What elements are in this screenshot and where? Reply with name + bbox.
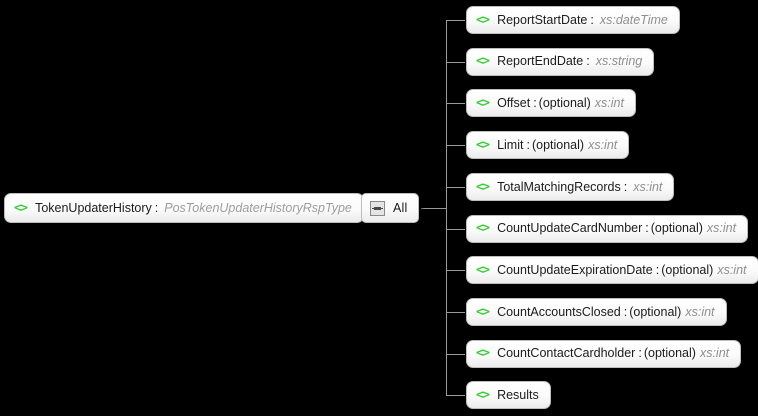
code-brackets-icon: <> — [476, 303, 490, 319]
child-node-type: xs:int — [717, 262, 747, 277]
connector-trunk-to-child-1 — [446, 62, 465, 63]
connector-trunk-to-child-7 — [446, 312, 465, 313]
child-node-optional-flag: (optional) — [643, 346, 696, 361]
child-node-name: Results — [497, 388, 539, 403]
child-node-type: xs:int — [588, 137, 618, 152]
code-brackets-icon: <> — [476, 344, 490, 360]
compositor-node-all[interactable]: All — [361, 193, 419, 223]
connector-trunk-to-child-3 — [446, 145, 465, 146]
child-node-separator: : — [638, 346, 642, 361]
child-node-name: CountContactCardholder — [497, 346, 636, 361]
child-node-optional-flag: (optional) — [531, 137, 585, 152]
code-brackets-icon: <> — [476, 136, 490, 152]
child-node-separator: : — [623, 304, 628, 319]
child-node-type: xs:string — [595, 54, 643, 69]
root-node-type: PosTokenUpdaterHistoryRspType — [164, 200, 352, 215]
child-node-type: xs:int — [699, 346, 730, 361]
connector-trunk-to-child-5 — [446, 229, 465, 230]
child-node-separator: : — [645, 221, 649, 236]
code-brackets-icon: <> — [476, 11, 490, 27]
child-node-reportstartdate[interactable]: <> ReportStartDate: xs:dateTime — [466, 6, 680, 34]
child-node-totalmatchingrecords[interactable]: <> TotalMatchingRecords: xs:int — [466, 172, 675, 201]
child-node-name: CountUpdateExpirationDate — [497, 262, 653, 277]
connector-trunk-to-child-0 — [446, 20, 465, 21]
child-node-offset[interactable]: <> Offset:(optional)xs:int — [466, 89, 636, 118]
child-node-name: CountAccountsClosed — [497, 304, 621, 319]
child-node-results[interactable]: <> Results — [466, 381, 551, 410]
child-node-separator: : — [655, 262, 660, 277]
child-node-separator: : — [526, 137, 530, 152]
child-node-type: xs:int — [633, 179, 663, 194]
child-node-limit[interactable]: <> Limit:(optional)xs:int — [466, 131, 630, 160]
code-brackets-icon: <> — [476, 94, 490, 110]
child-node-type: xs:int — [685, 304, 715, 319]
connector-trunk-to-child-2 — [446, 103, 465, 104]
child-node-name: Limit — [497, 137, 524, 152]
code-brackets-icon: <> — [476, 178, 490, 194]
child-node-optional-flag: (optional) — [538, 96, 591, 111]
child-node-optional-flag: (optional) — [650, 221, 703, 236]
child-node-optional-flag: (optional) — [661, 262, 714, 277]
child-node-separator: : — [623, 179, 628, 194]
connector-trunk-to-child-6 — [446, 270, 465, 271]
child-node-countupdateexpirationdate[interactable]: <> CountUpdateExpirationDate:(optional)xs… — [466, 256, 758, 285]
connector-trunk-to-child-4 — [446, 187, 465, 188]
connector-trunk-to-child-8 — [446, 354, 465, 355]
child-node-separator: : — [586, 54, 590, 69]
child-node-reportenddate[interactable]: <> ReportEndDate: xs:string — [466, 47, 655, 76]
root-node-separator: : — [154, 200, 159, 215]
child-node-countupdatecardnumber[interactable]: <> CountUpdateCardNumber:(optional)xs:int — [466, 214, 749, 243]
root-node-name: TokenUpdaterHistory — [35, 200, 152, 215]
code-brackets-icon: <> — [476, 52, 490, 68]
connector-trunk-to-child-9 — [446, 395, 465, 396]
compositor-label: All — [393, 201, 408, 215]
child-node-optional-flag: (optional) — [629, 304, 682, 319]
child-node-type: xs:int — [594, 96, 624, 111]
code-brackets-icon: <> — [476, 261, 490, 277]
child-node-type: xs:int — [706, 221, 737, 236]
child-node-separator: : — [590, 12, 594, 27]
child-node-countcontactcardholder[interactable]: <> CountContactCardholder:(optional)xs:in… — [466, 339, 742, 368]
code-brackets-icon: <> — [476, 219, 490, 235]
connector-all-to-trunk — [421, 208, 446, 209]
child-node-name: ReportEndDate — [497, 54, 584, 69]
child-node-type: xs:dateTime — [599, 12, 668, 27]
child-node-name: TotalMatchingRecords — [497, 179, 621, 194]
all-compositor-icon — [370, 200, 385, 216]
child-node-separator: : — [533, 96, 537, 111]
child-node-name: Offset — [497, 96, 531, 111]
root-node-token-updater-history[interactable]: <> TokenUpdaterHistory : PosTokenUpdater… — [4, 193, 364, 223]
child-node-name: CountUpdateCardNumber — [497, 221, 643, 236]
code-brackets-icon: <> — [476, 386, 490, 402]
connector-trunk — [446, 20, 447, 395]
child-node-countaccountsclosed[interactable]: <> CountAccountsClosed:(optional)xs:int — [466, 297, 727, 326]
code-brackets-icon: <> — [14, 199, 28, 215]
child-node-name: ReportStartDate — [497, 12, 588, 27]
